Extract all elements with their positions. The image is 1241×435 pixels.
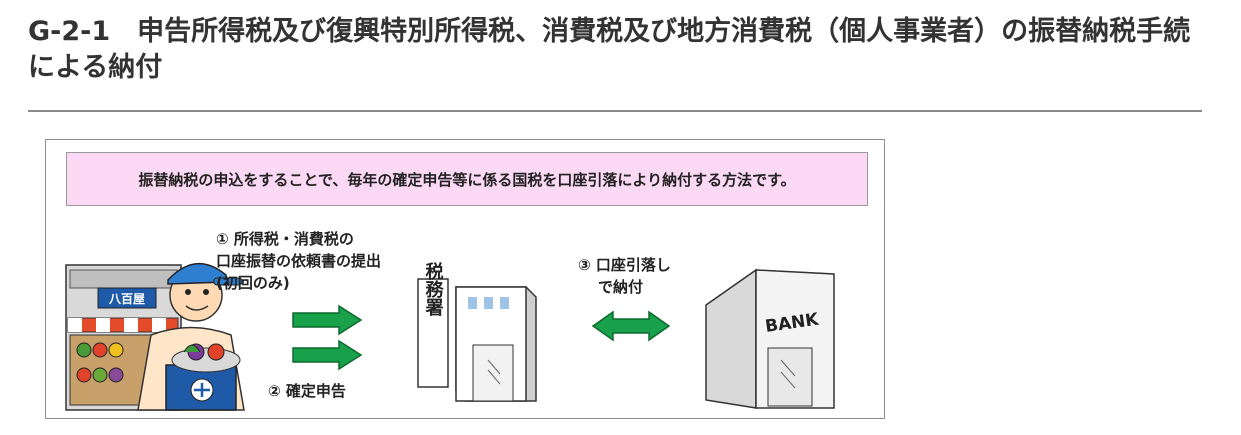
- step2-label: ② 確定申告: [268, 382, 346, 400]
- description-banner: 振替納税の申込をすることで、毎年の確定申告等に係る国税を口座引落により納付する方…: [66, 152, 868, 206]
- shop-sign-label: 八百屋: [108, 292, 145, 306]
- step1-label: ① 所得税・消費税の 口座振替の依頼書の提出 (初回のみ): [216, 230, 382, 292]
- page-title: G-2-1 申告所得税及び復興特別所得税、消費税及び地方消費税（個人事業者）の振…: [28, 16, 1191, 83]
- bank-illustration: BANK: [705, 268, 835, 409]
- title-divider: [28, 110, 1202, 112]
- debit-double-arrow-icon: [591, 310, 671, 342]
- step3-label: ③ 口座引落し で納付: [578, 256, 671, 296]
- filing-arrow-icon: [292, 339, 363, 371]
- greengrocer-illustration: 八百屋: [65, 262, 245, 411]
- tax-office-label: 税務署: [423, 261, 445, 317]
- tax-office-illustration: 税務署: [417, 261, 537, 402]
- payment-diagram: 振替納税の申込をすることで、毎年の確定申告等に係る国税を口座引落により納付する方…: [45, 139, 885, 419]
- submission-arrow-icon: [292, 304, 363, 336]
